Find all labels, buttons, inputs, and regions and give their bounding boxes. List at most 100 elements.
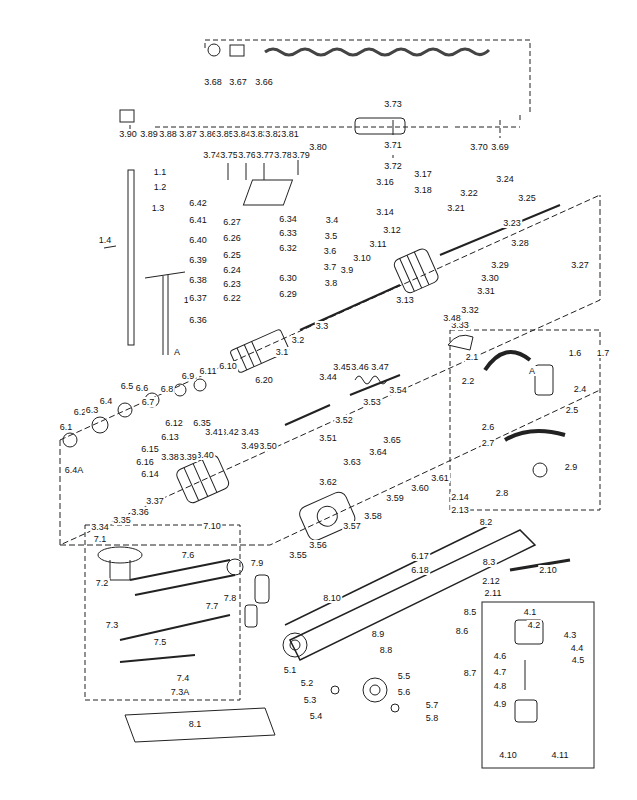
callout-number: 3.51 [318,433,338,443]
callout-number: 1.6 [568,348,583,358]
callout-number: 3.5 [324,231,339,241]
callout-number: 7.6 [181,550,196,560]
callout-number: 3.89 [139,129,159,139]
callout-number: 2.10 [538,565,558,575]
callout-number: 3.78 [273,150,293,160]
callout-number: 3.73 [383,99,403,109]
callout-number: 7.2 [95,578,110,588]
callout-number: 3.67 [228,77,248,87]
callout-number: 4.2 [527,620,542,630]
callout-number: 3.4 [325,215,340,225]
callout-number: 6.42 [188,198,208,208]
callout-number: 6.26 [222,233,242,243]
callout-number: 6.1 [59,422,74,432]
callout-number: 2.4 [573,384,588,394]
callout-number: 6.3 [85,405,100,415]
callout-number: 6.12 [164,418,184,428]
callout-number: 5.3 [303,695,318,705]
callout-number: 3.37 [145,496,165,506]
callout-number: 3.9 [340,265,355,275]
callout-number: 2.14 [450,492,470,502]
callout-number: 3.41 [204,427,224,437]
callout-number: 3.81 [280,129,300,139]
callout-number: 3.28 [510,238,530,248]
callout-number: 3.79 [291,150,311,160]
callout-number: 3.59 [385,493,405,503]
callout-number: 5.2 [300,678,315,688]
callout-number: 4.8 [493,681,508,691]
callout-number: 3.49 [240,441,260,451]
callout-number: 3.36 [130,507,150,517]
callout-number: 6.7 [141,397,156,407]
callout-number: 3.50 [258,441,278,451]
callout-number: 2.12 [481,576,501,586]
callout-number: 3.12 [382,225,402,235]
callout-number: 7.8 [223,593,238,603]
callout-number: 3.25 [517,193,537,203]
callout-number: 3.14 [375,207,395,217]
callout-number: 7.3A [170,687,191,697]
callout-number: 3.44 [318,372,338,382]
callout-number: 6.18 [410,565,430,575]
callout-number: 6.14 [140,469,160,479]
callout-number: 3.66 [254,77,274,87]
callout-number: 5.4 [309,711,324,721]
callout-number: 6.15 [140,444,160,454]
callout-number: 6.10 [218,361,238,371]
callout-number: 6.24 [222,265,242,275]
callout-number: 8.3 [482,557,497,567]
callout-number: 3.39 [178,452,198,462]
callout-number: 7.1 [93,534,108,544]
callout-number: 8.7 [463,668,478,678]
callout-number: 3.47 [370,362,390,372]
callout-number: 3.43 [240,427,260,437]
callout-number: 7.10 [202,521,222,531]
callout-number: 4.10 [498,750,518,760]
callout-number: 3.60 [410,483,430,493]
callout-number: 8.10 [322,593,342,603]
callout-number: 7.5 [153,637,168,647]
callout-number: 4.4 [570,643,585,653]
callout-number: 1.1 [153,167,168,177]
callout-number: 3.17 [413,169,433,179]
callout-number: 7.7 [205,601,220,611]
callout-number: 1.3 [151,203,166,213]
callout-number: 6.38 [188,275,208,285]
callout-number: 3.38 [160,452,180,462]
callout-number: 3.65 [382,435,402,445]
callout-number: 6.8 [160,384,175,394]
callout-number: 3.32 [460,305,480,315]
callout-number: 3.40 [195,450,215,460]
callout-number: 7.4 [176,673,191,683]
callout-number: 3.21 [446,203,466,213]
callout-number: 5.5 [397,671,412,681]
callout-number: 6.35 [192,418,212,428]
callout-number: 3.64 [368,447,388,457]
callout-number: 3.16 [375,177,395,187]
callout-number: 8.2 [479,517,494,527]
callout-number: 3.52 [334,415,354,425]
callout-number: 6.5 [120,381,135,391]
callout-number: 3.62 [318,477,338,487]
callout-number: 6.4 [99,396,114,406]
callout-number: 3.75 [219,150,239,160]
callout-number: 2.1 [465,352,480,362]
callout-number: 3.90 [118,129,138,139]
callout-number: 6.23 [222,279,242,289]
callout-number: 3.6 [323,246,338,256]
callout-number: 6.34 [278,214,298,224]
callout-number: 3.13 [395,295,415,305]
callout-number: 2.11 [484,588,503,598]
callout-number: 5.1 [283,665,298,675]
callout-number: 5.8 [425,713,440,723]
callout-number: 4.7 [493,667,508,677]
callout-number: 6.22 [222,293,242,303]
callout-number: 3.71 [383,140,403,150]
callout-number: 7.3 [105,620,120,630]
callout-number: 3.31 [476,286,496,296]
callout-number: 3.57 [342,521,362,531]
callout-number: 3.63 [342,457,362,467]
callout-number: 1.7 [596,348,611,358]
callout-number: 3.54 [388,385,408,395]
